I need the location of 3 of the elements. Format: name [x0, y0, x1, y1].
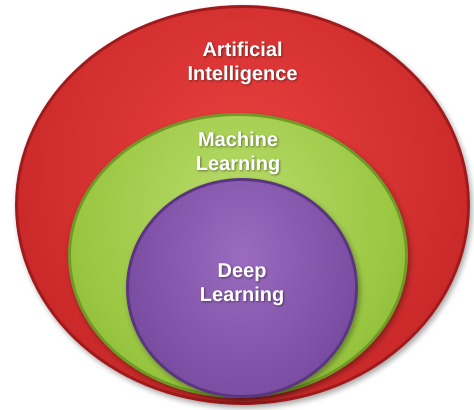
set-label: Deep Learning	[198, 259, 286, 307]
set-label: Artificial Intelligence	[186, 38, 299, 86]
set-label: Machine Learning	[194, 128, 282, 176]
